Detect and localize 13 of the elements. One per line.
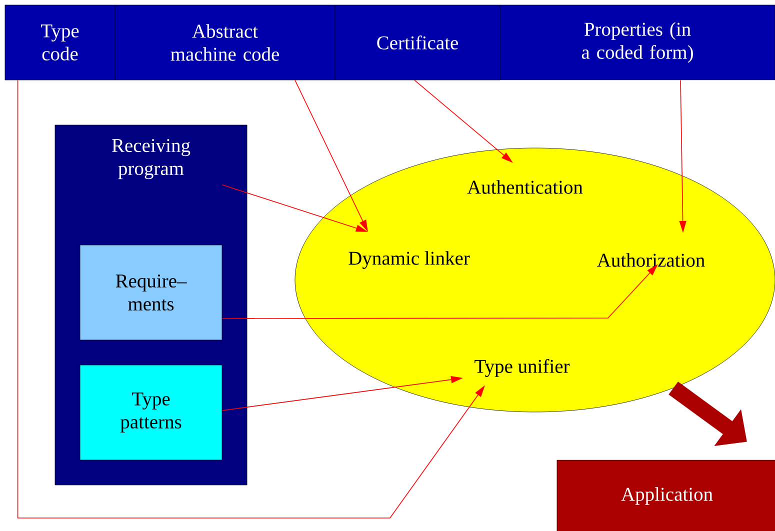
ellipse — [294, 148, 775, 412]
patterns-box: Type patterns — [80, 364, 222, 460]
component-label: Authentication — [467, 180, 583, 194]
header-cell: Type code — [4, 4, 116, 80]
arrow — [17, 80, 485, 518]
requirements-box: Require– ments — [80, 244, 222, 340]
header-cell: Abstract machine code — [114, 4, 336, 80]
header-cell: Certificate — [334, 4, 500, 80]
header-cell: Properties (in a coded form) — [500, 4, 775, 80]
component-label: Dynamic linker — [348, 251, 470, 269]
application-box: Application — [556, 460, 775, 531]
component-label: Authorization — [597, 253, 705, 267]
component-label: Type unifier — [474, 359, 570, 377]
